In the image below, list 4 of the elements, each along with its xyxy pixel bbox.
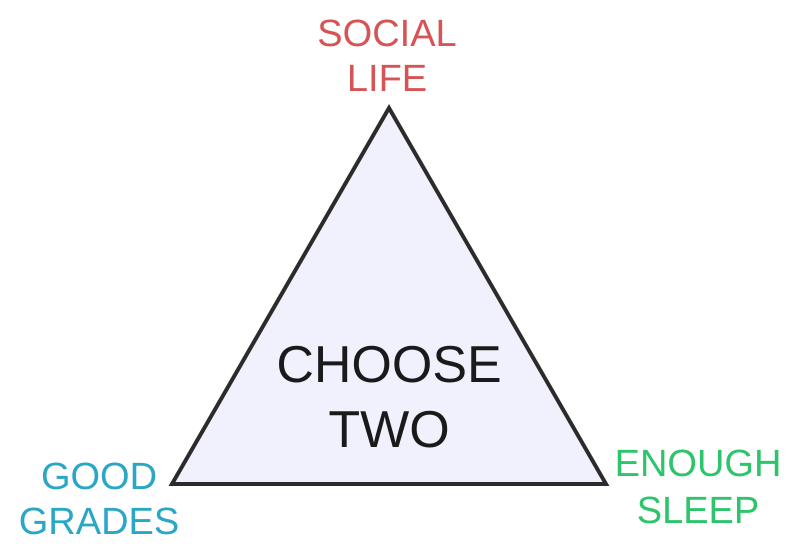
- corner-label: GOOD GRADES: [18, 455, 180, 545]
- center-label: CHOOSE TWO: [275, 335, 503, 461]
- corner-label: SOCIAL LIFE: [316, 12, 458, 102]
- corner-label: ENOUGH SLEEP: [614, 442, 782, 534]
